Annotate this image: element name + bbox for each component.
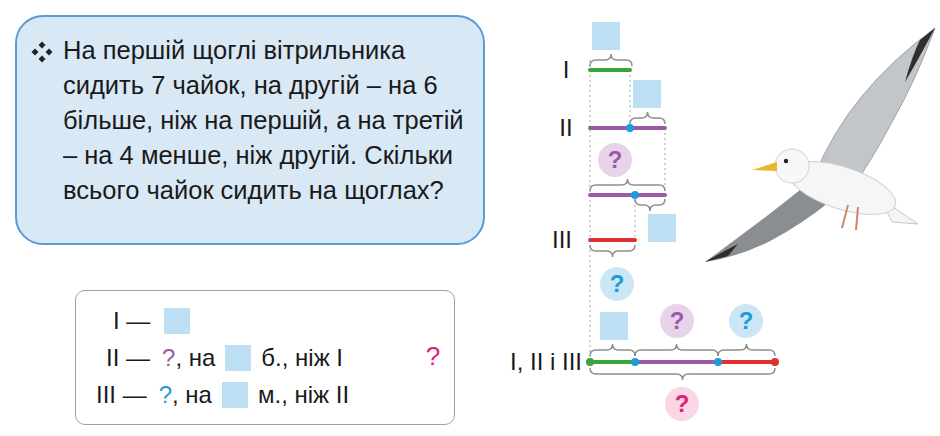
record-text: м., ніж II [258,381,349,409]
record-text: III — [96,381,147,409]
question-mark: ? [728,303,764,339]
row-label: I, II і III [510,350,582,374]
problem-text: На першій щоглі вітрильника сидить 7 чай… [63,33,471,208]
blank-square [164,308,190,334]
question-circle: ? [664,386,700,422]
record-text: б., ніж I [261,344,343,372]
question-mark: ? [659,303,695,339]
question-circle: ? [728,303,764,339]
record-text: I — [113,307,150,335]
guide-lines [590,60,665,362]
short-record-box: I —II —?, наб., ніж IIII —?, нам., ніж I… [75,290,455,425]
question-mark: ? [426,343,440,369]
question-circle: ? [599,266,635,302]
blank-square [225,345,251,371]
segments [590,70,775,362]
record-text: , на [175,344,215,372]
bullet-symbol [31,41,53,63]
row-label: II [559,116,572,140]
question-mark: ? [599,266,635,302]
question-mark: ? [162,344,175,372]
seagull-illustration [705,28,935,262]
record-text: II — [106,344,150,372]
question-circle: ? [597,142,633,178]
question-circle: ? [659,303,695,339]
question-mark: ? [664,386,700,422]
question-mark: ? [597,142,633,178]
record-text: , на [172,381,212,409]
braces [590,54,775,380]
row-label: I [563,58,570,82]
problem-box: На першій щоглі вітрильника сидить 7 чай… [15,15,485,245]
blank-square [222,382,248,408]
row-label: III [552,228,572,252]
question-mark: ? [159,381,172,409]
